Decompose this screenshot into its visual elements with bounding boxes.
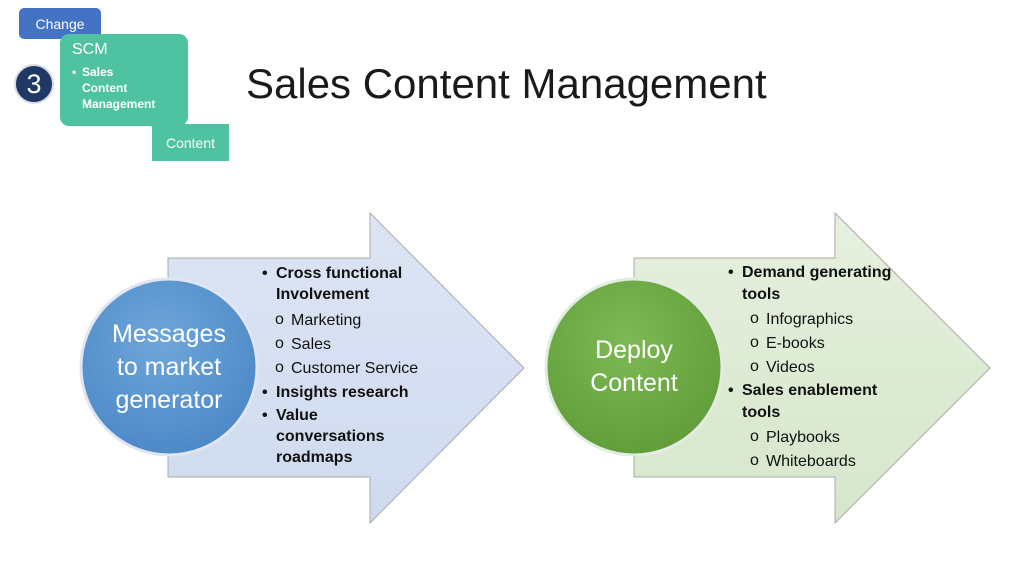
circle-label-line: Messages [112, 319, 226, 348]
left-circle-shape [79, 277, 259, 457]
scm-bullet-line: Management [82, 97, 156, 111]
right-bullet-list: Demand generating tools Infographics E-b… [728, 262, 918, 474]
scm-title: SCM [72, 41, 108, 58]
change-button[interactable]: Change [19, 8, 101, 39]
bullet-item: Sales enablement tools [728, 380, 902, 424]
left-circle-label: Messages to market generator [89, 317, 249, 417]
right-circle-shape [544, 277, 724, 457]
bullet-item: Cross functional Involvement [262, 263, 452, 305]
step-number-badge: 3 [14, 64, 54, 104]
left-bullet-list: Cross functional Involvement Marketing S… [262, 263, 452, 468]
sub-item: Marketing [275, 308, 452, 333]
scm-step-card[interactable]: SCM Sales Content Management [60, 34, 188, 126]
bullet-item: Demand generating tools [728, 262, 892, 306]
circle-label-line: Content [590, 369, 678, 397]
circle-label-line: generator [115, 385, 223, 414]
sub-item: Videos [750, 355, 918, 380]
sub-item: Whiteboards [750, 449, 918, 474]
sub-item: Sales [275, 332, 452, 357]
bullet-item: Value conversations roadmaps [262, 405, 406, 468]
content-button[interactable]: Content [152, 124, 229, 161]
sub-item: Playbooks [750, 425, 918, 450]
circle-label-line: Deploy [595, 336, 673, 364]
circle-label-line: to market [116, 352, 222, 381]
sub-item: Infographics [750, 307, 918, 332]
scm-bullet: Sales Content Management [72, 64, 188, 112]
sub-item: Customer Service [275, 356, 452, 381]
scm-bullet-line: Sales [82, 65, 114, 79]
sub-item: E-books [750, 331, 918, 356]
scm-bullet-line: Content [82, 81, 128, 95]
bullet-item: Insights research [262, 381, 452, 405]
page-title: Sales Content Management [246, 60, 767, 107]
right-circle-label: Deploy Content [554, 333, 714, 401]
